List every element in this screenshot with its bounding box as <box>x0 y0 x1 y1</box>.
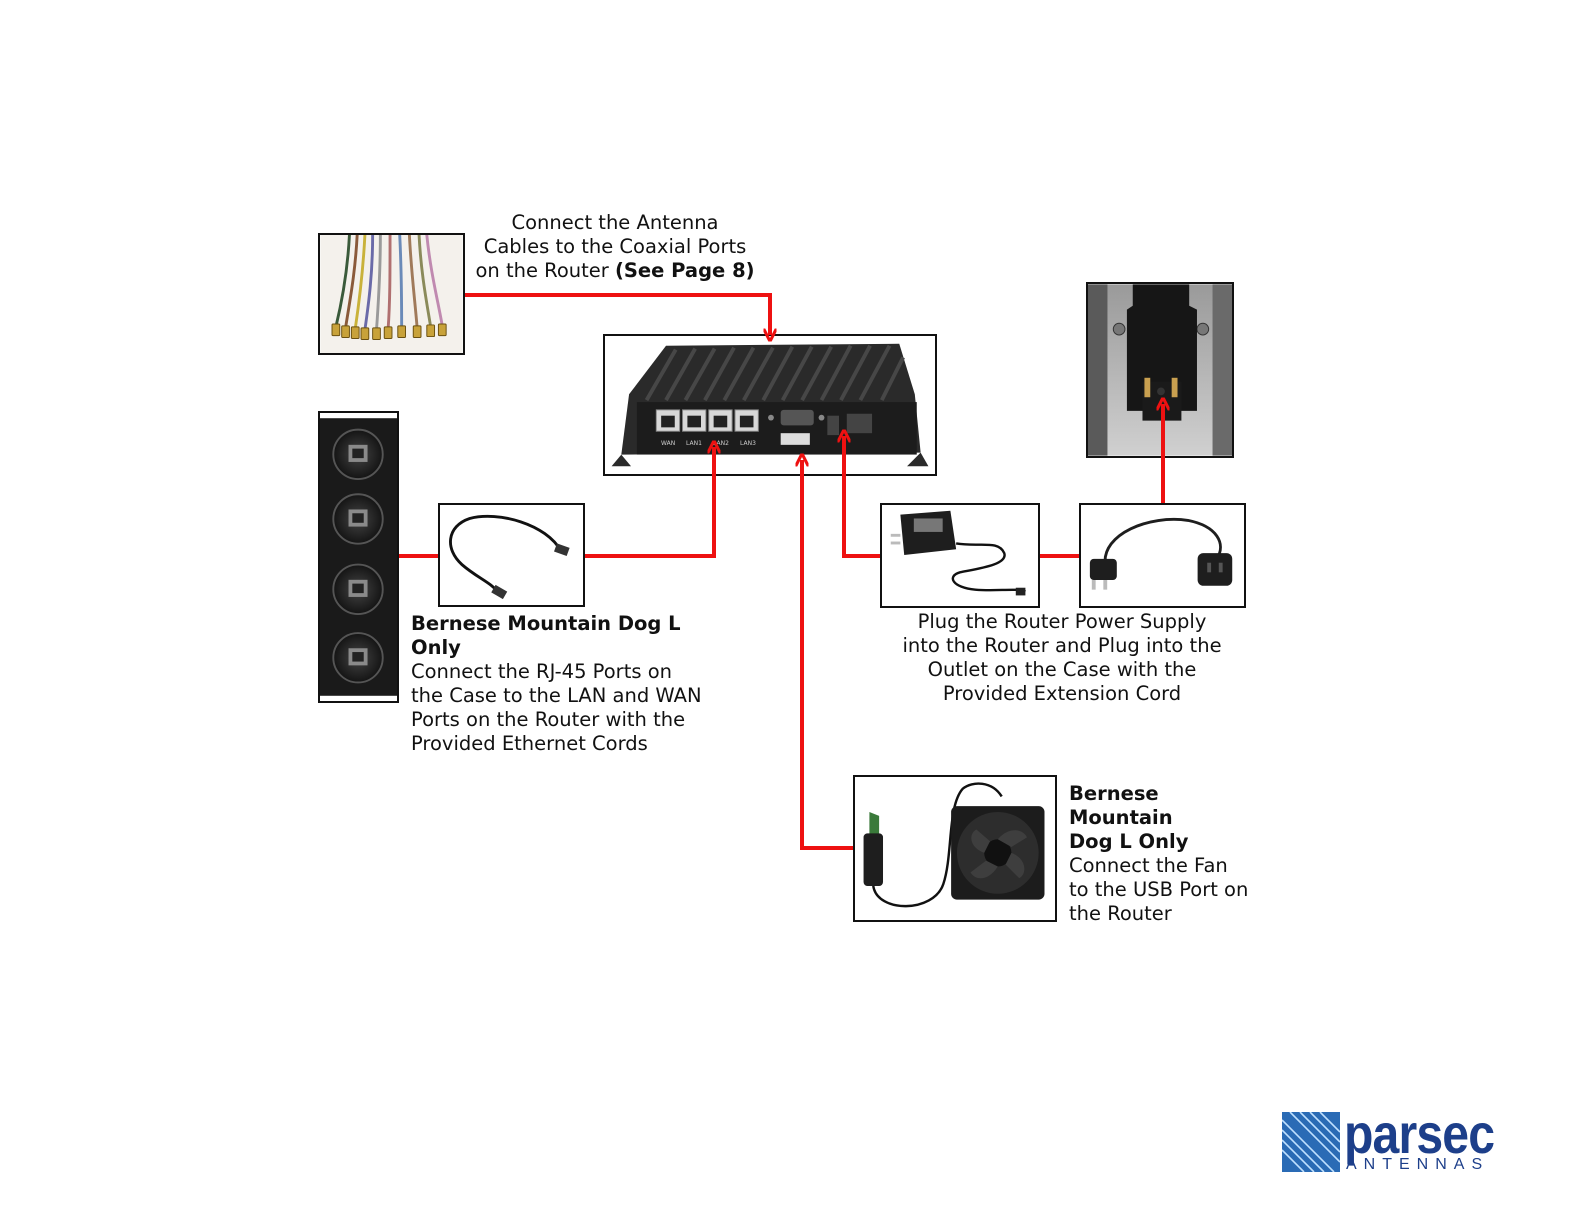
ethernet-caption-heading: Bernese Mountain Dog L Only <box>411 612 681 659</box>
extension-cord-photo <box>1079 503 1246 608</box>
lan1-port-label: LAN1 <box>686 440 702 447</box>
case-rj45-panel-photo <box>318 411 399 703</box>
antenna-caption: Connect the Antenna Cables to the Coaxia… <box>470 211 760 283</box>
power-caption-line4: Provided Extension Cord <box>942 682 1182 705</box>
ethernet-cable-illustration <box>440 505 583 605</box>
antenna-cables-photo <box>318 233 465 355</box>
extension-cord-illustration <box>1082 505 1243 606</box>
antenna-caption-line2: Cables to the Coaxial Ports <box>483 235 747 258</box>
antenna-cables-illustration <box>320 235 463 353</box>
ethernet-caption-line4: Provided Ethernet Cords <box>411 732 648 755</box>
ethernet-caption-line3: Ports on the Router with the <box>411 708 686 731</box>
power-caption: Plug the Router Power Supply into the Ro… <box>890 610 1234 706</box>
power-caption-line3: Outlet on the Case with the <box>927 658 1197 681</box>
rj45-panel-illustration <box>320 418 397 696</box>
router-photo: WAN LAN1 LAN2 LAN3 <box>603 334 937 476</box>
fan-caption-line1: Connect the Fan <box>1069 854 1228 877</box>
power-supply-photo <box>880 503 1040 608</box>
ethernet-cable-photo <box>438 503 585 607</box>
power-supply-illustration <box>883 505 1037 606</box>
fan-photo <box>853 775 1057 922</box>
antenna-caption-line1: Connect the Antenna <box>511 211 719 234</box>
parsec-logo-word: parsec <box>1344 1102 1495 1165</box>
power-caption-line2: into the Router and Plug into the <box>902 634 1222 657</box>
parsec-logo-subtitle: ANTENNAS <box>1346 1156 1490 1173</box>
ethernet-caption-line1: Connect the RJ-45 Ports on <box>411 660 672 683</box>
fan-caption-line3: the Router <box>1069 902 1172 925</box>
outlet-illustration <box>1088 284 1232 456</box>
wan-port-label: WAN <box>661 440 676 447</box>
router-illustration <box>607 336 933 474</box>
fan-caption-line2: to the USB Port on <box>1069 878 1249 901</box>
fan-caption-heading1: Bernese Mountain <box>1069 782 1173 829</box>
see-page-8-reference: (See Page 8) <box>614 259 755 282</box>
parsec-logo-mark-icon <box>1282 1112 1340 1172</box>
case-outlet-photo <box>1086 282 1234 458</box>
ethernet-caption: Bernese Mountain Dog L Only Connect the … <box>411 612 731 756</box>
antenna-to-router-arrow <box>465 293 770 335</box>
antenna-caption-line3-text: on the Router <box>475 259 615 282</box>
fan-illustration <box>855 777 1055 920</box>
lan2-port-label: LAN2 <box>713 440 729 447</box>
power-caption-line1: Plug the Router Power Supply <box>917 610 1207 633</box>
antenna-caption-line3: on the Router (See Page 8) <box>470 259 760 283</box>
fan-caption-heading2: Dog L Only <box>1069 830 1189 853</box>
ethernet-caption-line2: the Case to the LAN and WAN <box>411 684 702 707</box>
parsec-logo: parsec ANTENNAS <box>1282 1106 1514 1174</box>
lan3-port-label: LAN3 <box>740 440 756 447</box>
fan-to-router-usb-arrow <box>802 460 853 850</box>
fan-caption: Bernese Mountain Dog L Only Connect the … <box>1069 782 1269 926</box>
